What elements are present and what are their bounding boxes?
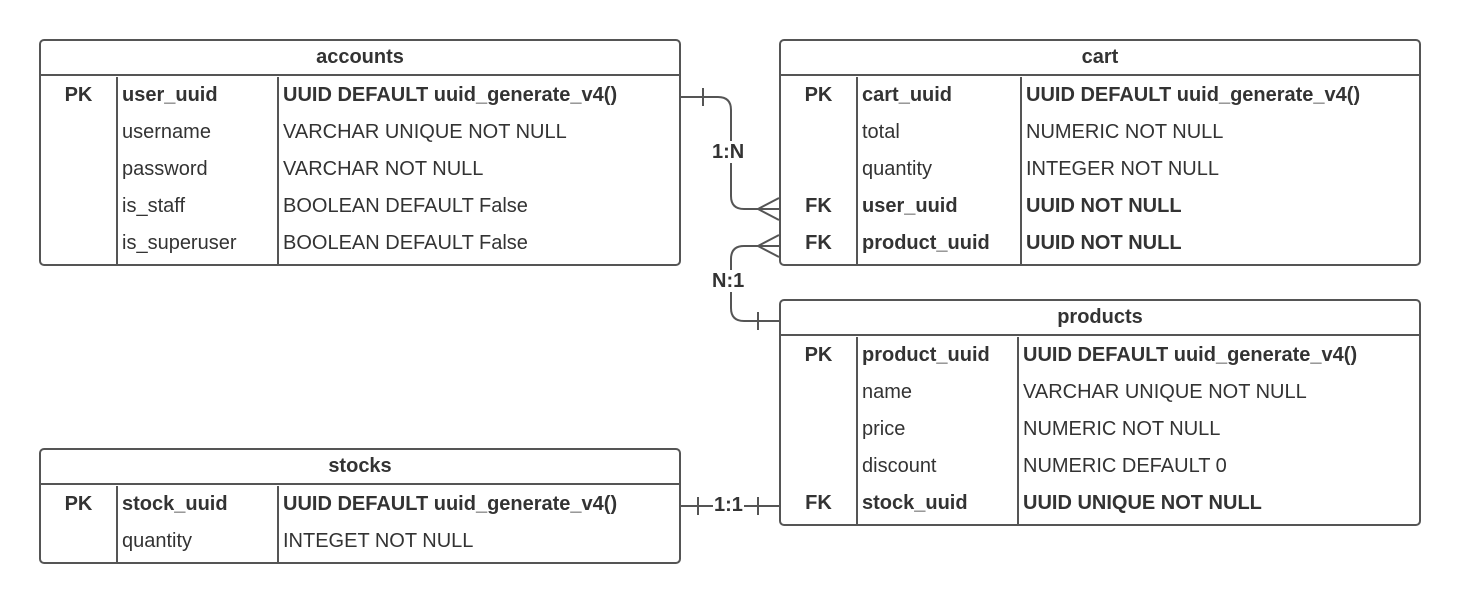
- column-type-cell: VARCHAR NOT NULL: [283, 158, 484, 180]
- table-row: discount NUMERIC DEFAULT 0: [781, 448, 1419, 485]
- table-row: password VARCHAR NOT NULL: [41, 151, 679, 188]
- column-name-cell: is_staff: [122, 195, 185, 217]
- table-row: PK stock_uuid UUID DEFAULT uuid_generate_v…: [41, 486, 679, 523]
- column-name-cell: cart_uuid: [862, 84, 953, 106]
- entity-title: stocks: [41, 450, 679, 485]
- table-row: name VARCHAR UNIQUE NOT NULL: [781, 374, 1419, 411]
- column-divider: [856, 337, 858, 525]
- column-name-cell: discount: [862, 455, 937, 477]
- crowfoot-upper-prong: [757, 197, 780, 210]
- table-row: PK product_uuid UUID DEFAULT uuid_generate…: [781, 337, 1419, 374]
- column-name-cell: user_uuid: [122, 84, 218, 106]
- entity-cart[interactable]: cart PK cart_uuid UUID DEFAULT uuid_genera…: [779, 39, 1421, 266]
- column-name-cell: quantity: [862, 158, 933, 180]
- column-name-cell: product_uuid: [862, 344, 990, 366]
- entity-rows: PK stock_uuid UUID DEFAULT uuid_generate_v…: [41, 486, 679, 563]
- key-cell: PK: [64, 493, 93, 515]
- entity-title: products: [781, 301, 1419, 336]
- crowfoot-lower-prong: [757, 245, 780, 258]
- key-cell: FK: [805, 232, 832, 254]
- column-name-cell: stock_uuid: [122, 493, 228, 515]
- column-type-cell: UUID DEFAULT uuid_generate_v4(): [283, 493, 618, 515]
- column-type-cell: INTEGET NOT NULL: [283, 530, 474, 552]
- column-type-cell: BOOLEAN DEFAULT False: [283, 195, 528, 217]
- table-row: FK product_uuid UUID NOT NULL: [781, 225, 1419, 262]
- table-row: FK stock_uuid UUID UNIQUE NOT NULL: [781, 485, 1419, 522]
- table-row: is_superuser BOOLEAN DEFAULT False: [41, 225, 679, 262]
- column-divider: [277, 77, 279, 265]
- table-row: total NUMERIC NOT NULL: [781, 114, 1419, 151]
- column-name-cell: total: [862, 121, 900, 143]
- column-type-cell: NUMERIC NOT NULL: [1026, 121, 1224, 143]
- column-type-cell: UUID DEFAULT uuid_generate_v4(): [1026, 84, 1361, 106]
- column-divider: [1020, 77, 1022, 265]
- table-row: PK cart_uuid UUID DEFAULT uuid_generate_v4…: [781, 77, 1419, 114]
- column-name-cell: price: [862, 418, 906, 440]
- column-type-cell: INTEGER NOT NULL: [1026, 158, 1219, 180]
- entity-accounts[interactable]: accounts PK user_uuid UUID DEFAULT uuid_ge…: [39, 39, 681, 266]
- entity-rows: PK cart_uuid UUID DEFAULT uuid_generate_v4…: [781, 77, 1419, 265]
- column-name-cell: name: [862, 381, 913, 403]
- key-cell: PK: [804, 344, 833, 366]
- relationship-label-1-1: 1:1: [713, 494, 744, 516]
- column-type-cell: VARCHAR UNIQUE NOT NULL: [1023, 381, 1307, 403]
- column-divider: [116, 77, 118, 265]
- table-row: is_staff BOOLEAN DEFAULT False: [41, 188, 679, 225]
- column-name-cell: user_uuid: [862, 195, 958, 217]
- table-row: FK user_uuid UUID NOT NULL: [781, 188, 1419, 225]
- column-divider: [856, 77, 858, 265]
- table-row: PK user_uuid UUID DEFAULT uuid_generate_v4…: [41, 77, 679, 114]
- column-type-cell: UUID DEFAULT uuid_generate_v4(): [1023, 344, 1358, 366]
- column-name-cell: username: [122, 121, 211, 143]
- table-row: price NUMERIC NOT NULL: [781, 411, 1419, 448]
- relationship-label-n-1: N:1: [711, 270, 746, 292]
- column-name-cell: is_superuser: [122, 232, 237, 254]
- column-divider: [116, 486, 118, 563]
- entity-products[interactable]: products PK product_uuid UUID DEFAULT uuid…: [779, 299, 1421, 526]
- column-type-cell: UUID DEFAULT uuid_generate_v4(): [283, 84, 618, 106]
- column-type-cell: BOOLEAN DEFAULT False: [283, 232, 528, 254]
- entity-title: cart: [781, 41, 1419, 76]
- crowfoot-lower-prong: [757, 208, 780, 221]
- column-name-cell: password: [122, 158, 208, 180]
- column-name-cell: product_uuid: [862, 232, 990, 254]
- entity-rows: PK product_uuid UUID DEFAULT uuid_generate…: [781, 337, 1419, 525]
- table-row: username VARCHAR UNIQUE NOT NULL: [41, 114, 679, 151]
- column-type-cell: NUMERIC NOT NULL: [1023, 418, 1221, 440]
- column-type-cell: NUMERIC DEFAULT 0: [1023, 455, 1227, 477]
- crowfoot-upper-prong: [757, 234, 780, 247]
- key-cell: PK: [804, 84, 833, 106]
- column-name-cell: stock_uuid: [862, 492, 968, 514]
- key-cell: PK: [64, 84, 93, 106]
- relationship-label-1-n: 1:N: [711, 141, 746, 163]
- table-row: quantity INTEGER NOT NULL: [781, 151, 1419, 188]
- entity-title: accounts: [41, 41, 679, 76]
- table-row: quantity INTEGET NOT NULL: [41, 523, 679, 560]
- column-divider: [1017, 337, 1019, 525]
- column-type-cell: UUID NOT NULL: [1026, 195, 1182, 217]
- column-type-cell: UUID UNIQUE NOT NULL: [1023, 492, 1262, 514]
- entity-stocks[interactable]: stocks PK stock_uuid UUID DEFAULT uuid_gen…: [39, 448, 681, 564]
- column-name-cell: quantity: [122, 530, 193, 552]
- column-type-cell: UUID NOT NULL: [1026, 232, 1182, 254]
- entity-rows: PK user_uuid UUID DEFAULT uuid_generate_v4…: [41, 77, 679, 265]
- key-cell: FK: [805, 195, 832, 217]
- column-divider: [277, 486, 279, 563]
- column-type-cell: VARCHAR UNIQUE NOT NULL: [283, 121, 567, 143]
- key-cell: FK: [805, 492, 832, 514]
